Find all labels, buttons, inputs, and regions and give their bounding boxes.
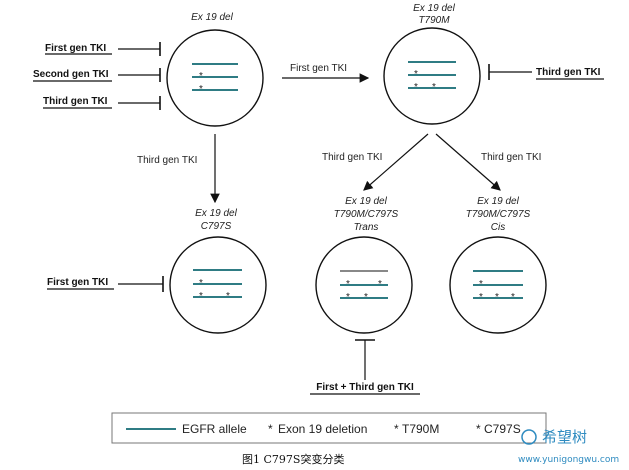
cell-title: Ex 19 del (477, 196, 519, 207)
exon19-asterisk: * (199, 291, 203, 302)
cell-subtitle: T790M (418, 15, 450, 26)
arrow-third-gen-down: Third gen TKI (137, 134, 220, 204)
cell-configuration: Trans (354, 222, 379, 233)
legend-asterisk: * (268, 422, 273, 436)
c797s-asterisk: * (226, 291, 230, 302)
inhibitor-label: Second gen TKI (33, 69, 109, 80)
exon19-asterisk: * (346, 292, 350, 303)
cell-title: Ex 19 del (195, 208, 237, 219)
watermark-logo-icon (521, 429, 537, 445)
cell-title: Ex 19 del (345, 196, 387, 207)
c797s-asterisk: * (378, 279, 382, 290)
inhibitor-label: First + Third gen TKI (316, 382, 414, 393)
c797s-asterisk: * (511, 292, 515, 303)
cell-title: Ex 19 del (191, 12, 233, 23)
legend-t790m-label: T790M (402, 422, 439, 436)
exon19-asterisk: * (199, 278, 203, 289)
t790m-asterisk: * (495, 292, 499, 303)
exon19-asterisk: * (346, 279, 350, 290)
legend-asterisk: * (476, 422, 481, 436)
watermark-url: www.yunigongwu.com (518, 455, 619, 465)
legend: EGFR allele * Exon 19 deletion * T790M *… (111, 412, 547, 444)
exon19-asterisk: * (199, 71, 203, 82)
exon19-asterisk: * (414, 69, 418, 80)
arrow-line (363, 133, 429, 191)
inhibitor-first-gen-mid: First gen TKI (47, 276, 164, 292)
watermark-brand: 希望树 (542, 428, 587, 446)
exon19-asterisk: * (414, 82, 418, 93)
legend-allele-label: EGFR allele (182, 422, 247, 436)
inhibitor-third-gen-right: Third gen TKI (488, 64, 604, 80)
legend-box (111, 412, 547, 444)
t790m-asterisk: * (364, 292, 368, 303)
arrow-first-gen: First gen TKI (282, 63, 370, 83)
inhibitor-label: Third gen TKI (536, 67, 601, 78)
cell-cis: Ex 19 del T790M/C797S Cis * * * * (449, 196, 547, 334)
exon19-asterisk: * (479, 292, 483, 303)
legend-exon19-label: Exon 19 deletion (278, 422, 367, 436)
exon19-asterisk: * (479, 279, 483, 290)
inhibitor-label: Third gen TKI (43, 96, 108, 107)
arrow-third-gen-split: Third gen TKI Third gen TKI (322, 133, 541, 191)
cell-trans: Ex 19 del T790M/C797S Trans * * * * (315, 196, 413, 334)
cell-ex19del-t790m: Ex 19 del T790M * * * (383, 3, 481, 125)
inhibitor-label: First gen TKI (47, 277, 108, 288)
legend-asterisk: * (394, 422, 399, 436)
inhibitor-second-gen: Second gen TKI (33, 68, 161, 82)
arrow-label: First gen TKI (290, 63, 347, 74)
cell-ex19del-c797s: Ex 19 del C797S * * * (169, 208, 267, 334)
arrow-label: Third gen TKI (322, 152, 382, 163)
inhibitor-third-gen: Third gen TKI (43, 96, 161, 110)
watermark: 希望树 www.yunigongwu.com (518, 428, 619, 465)
inhibitor-combo: First + Third gen TKI (310, 339, 420, 395)
t790m-asterisk: * (432, 82, 436, 93)
cell-title: Ex 19 del (413, 3, 455, 14)
inhibitor-first-gen: First gen TKI (45, 42, 161, 56)
cell-ex19del: Ex 19 del * * (166, 12, 264, 127)
cell-subtitle: C797S (201, 221, 232, 232)
inhibitor-label: First gen TKI (45, 43, 106, 54)
arrow-line (435, 133, 501, 191)
legend-c797s-label: C797S (484, 422, 521, 436)
cell-subtitle: T790M/C797S (334, 209, 399, 220)
arrow-label: Third gen TKI (481, 152, 541, 163)
figure-caption: 图1 C797S突变分类 (242, 452, 344, 466)
cell-configuration: Cis (491, 222, 505, 233)
arrow-label: Third gen TKI (137, 155, 197, 166)
exon19-asterisk: * (199, 84, 203, 95)
cell-subtitle: T790M/C797S (466, 209, 531, 220)
